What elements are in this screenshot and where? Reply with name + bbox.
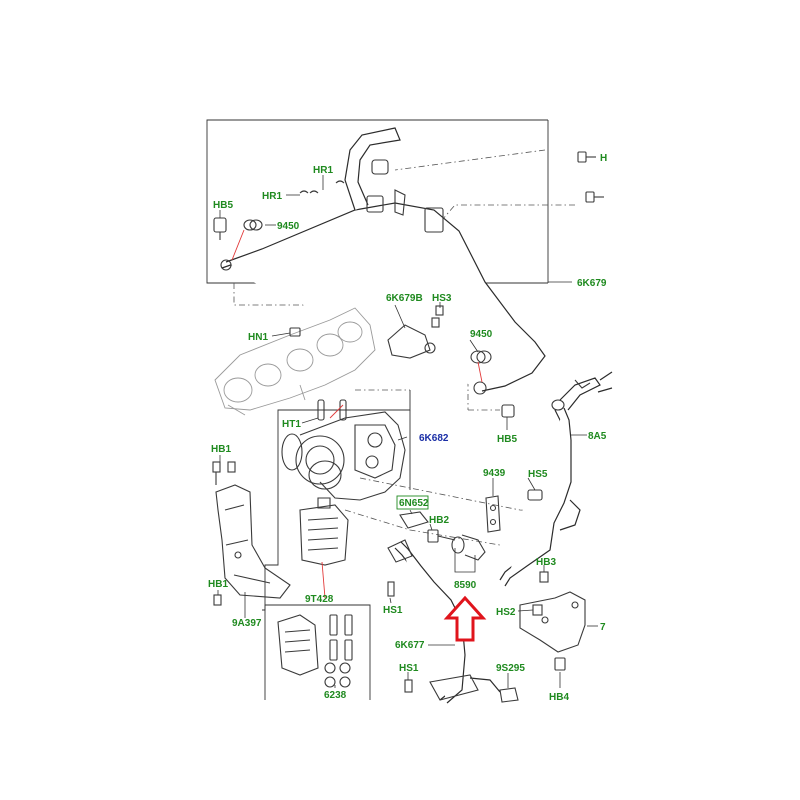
label-hb5-mid: HB5 — [497, 434, 517, 445]
bolt-upper-right-icon — [585, 191, 604, 203]
label-9439: 9439 — [483, 468, 506, 479]
label-hn1: HN1 — [248, 332, 268, 343]
bolt-hb3-icon — [539, 571, 549, 583]
actuator-kit-contents — [277, 614, 353, 688]
label-6n652: 6N652 — [399, 498, 429, 509]
label-9450-mid: 9450 — [470, 329, 493, 340]
label-hb1-top: HB1 — [211, 444, 231, 455]
oil-feed-pipe — [220, 127, 546, 395]
turbocharger-6k682 — [281, 399, 406, 501]
bracket-6k679b — [387, 305, 444, 359]
bracket-7 — [519, 591, 586, 653]
label-6k682: 6K682 — [419, 433, 449, 444]
label-hb1-bottom: HB1 — [208, 579, 228, 590]
label-hs1-mid: HS1 — [383, 605, 403, 616]
bolt-hb1-bottom-icon — [213, 594, 222, 606]
label-6k679: 6K679 — [577, 278, 607, 289]
label-hb3: HB3 — [536, 557, 556, 568]
leaders — [217, 175, 598, 688]
label-6k677: 6K677 — [395, 640, 425, 651]
bolt-hb5-mid-icon — [501, 404, 515, 418]
bolt-hs1-bottom-icon — [404, 679, 413, 693]
label-9t428: 9T428 — [305, 594, 334, 605]
label-hr1-left: HR1 — [262, 191, 282, 202]
label-hr1-top: HR1 — [313, 165, 333, 176]
bolt-hb2-icon — [427, 529, 456, 543]
label-6238: 6238 — [324, 690, 347, 701]
label-9a397: 9A397 — [232, 618, 262, 629]
label-8590: 8590 — [454, 580, 477, 591]
label-hb5-top: HB5 — [213, 200, 233, 211]
hardware-hb5-top-icon — [213, 217, 227, 240]
heat-shield-9a397 — [215, 484, 291, 599]
label-7: 7 — [600, 622, 606, 633]
callout-labels: HR1 HR1 HB5 9450 6K679 H 6K679B HS3 HN1 … — [208, 153, 607, 703]
oil-seal-8590 — [451, 534, 486, 561]
hr1-clips-icon — [299, 180, 345, 194]
stud-hn1-icon — [289, 327, 301, 337]
label-8a5: 8A5 — [588, 431, 607, 442]
label-hs5: HS5 — [528, 469, 548, 480]
label-9450-top: 9450 — [277, 221, 300, 232]
pipe-bottom-right — [469, 677, 501, 693]
label-hb4: HB4 — [549, 692, 569, 703]
clamp-9s295-icon — [499, 687, 519, 703]
bolts-hb1-top-icon — [212, 461, 236, 485]
washer-9450-top-icon — [243, 219, 263, 231]
label-hs2: HS2 — [496, 607, 516, 618]
label-hb2: HB2 — [429, 515, 449, 526]
oil-return-pipe-6k677 — [387, 539, 479, 704]
label-h-right: H — [600, 153, 607, 164]
bolt-hs2-icon — [532, 604, 543, 616]
bracket-9439 — [485, 495, 501, 533]
highlight-up-arrow — [443, 595, 487, 642]
bolt-hs1-mid-icon — [387, 581, 395, 597]
bolt-top-right-icon — [577, 151, 596, 163]
bolt-hb4-icon — [554, 657, 566, 671]
label-hs1-bottom: HS1 — [399, 663, 419, 674]
coolant-pipe-8a5 — [499, 371, 613, 587]
label-ht1: HT1 — [282, 419, 301, 430]
actuator-kit-frame — [264, 604, 371, 700]
label-9s295: 9S295 — [496, 663, 525, 674]
label-6k679b: 6K679B — [386, 293, 423, 304]
label-hs3: HS3 — [432, 293, 452, 304]
actuator-9t428 — [299, 497, 349, 566]
gasket-6n652 — [399, 511, 429, 529]
label-6n652-box — [396, 495, 429, 510]
